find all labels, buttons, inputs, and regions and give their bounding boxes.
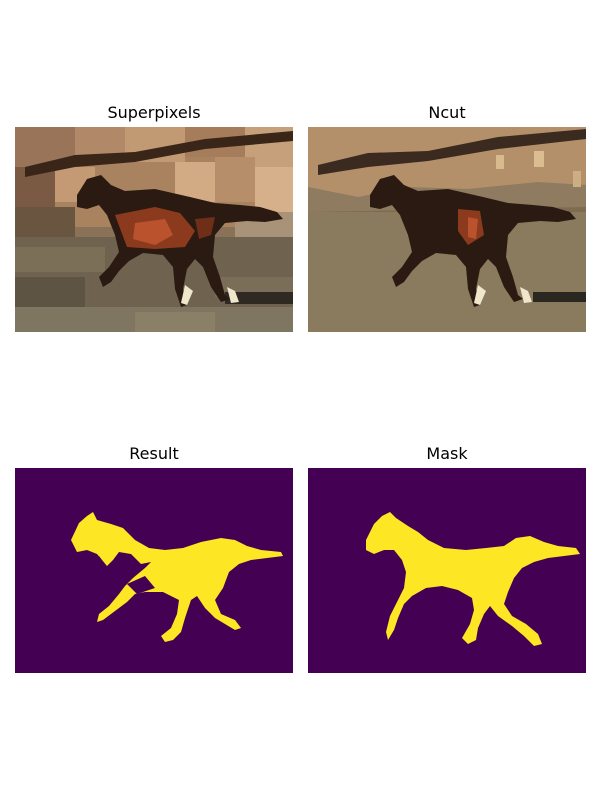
panel-title-superpixels: Superpixels xyxy=(107,103,201,122)
panel-title-result: Result xyxy=(129,444,179,463)
panel-title-mask: Mask xyxy=(426,444,468,463)
superpixels-image xyxy=(15,127,293,332)
ground-truth-mask-image xyxy=(308,468,586,673)
ncut-image xyxy=(308,127,586,332)
panel-title-ncut: Ncut xyxy=(428,103,466,122)
result-mask-image xyxy=(15,468,293,673)
